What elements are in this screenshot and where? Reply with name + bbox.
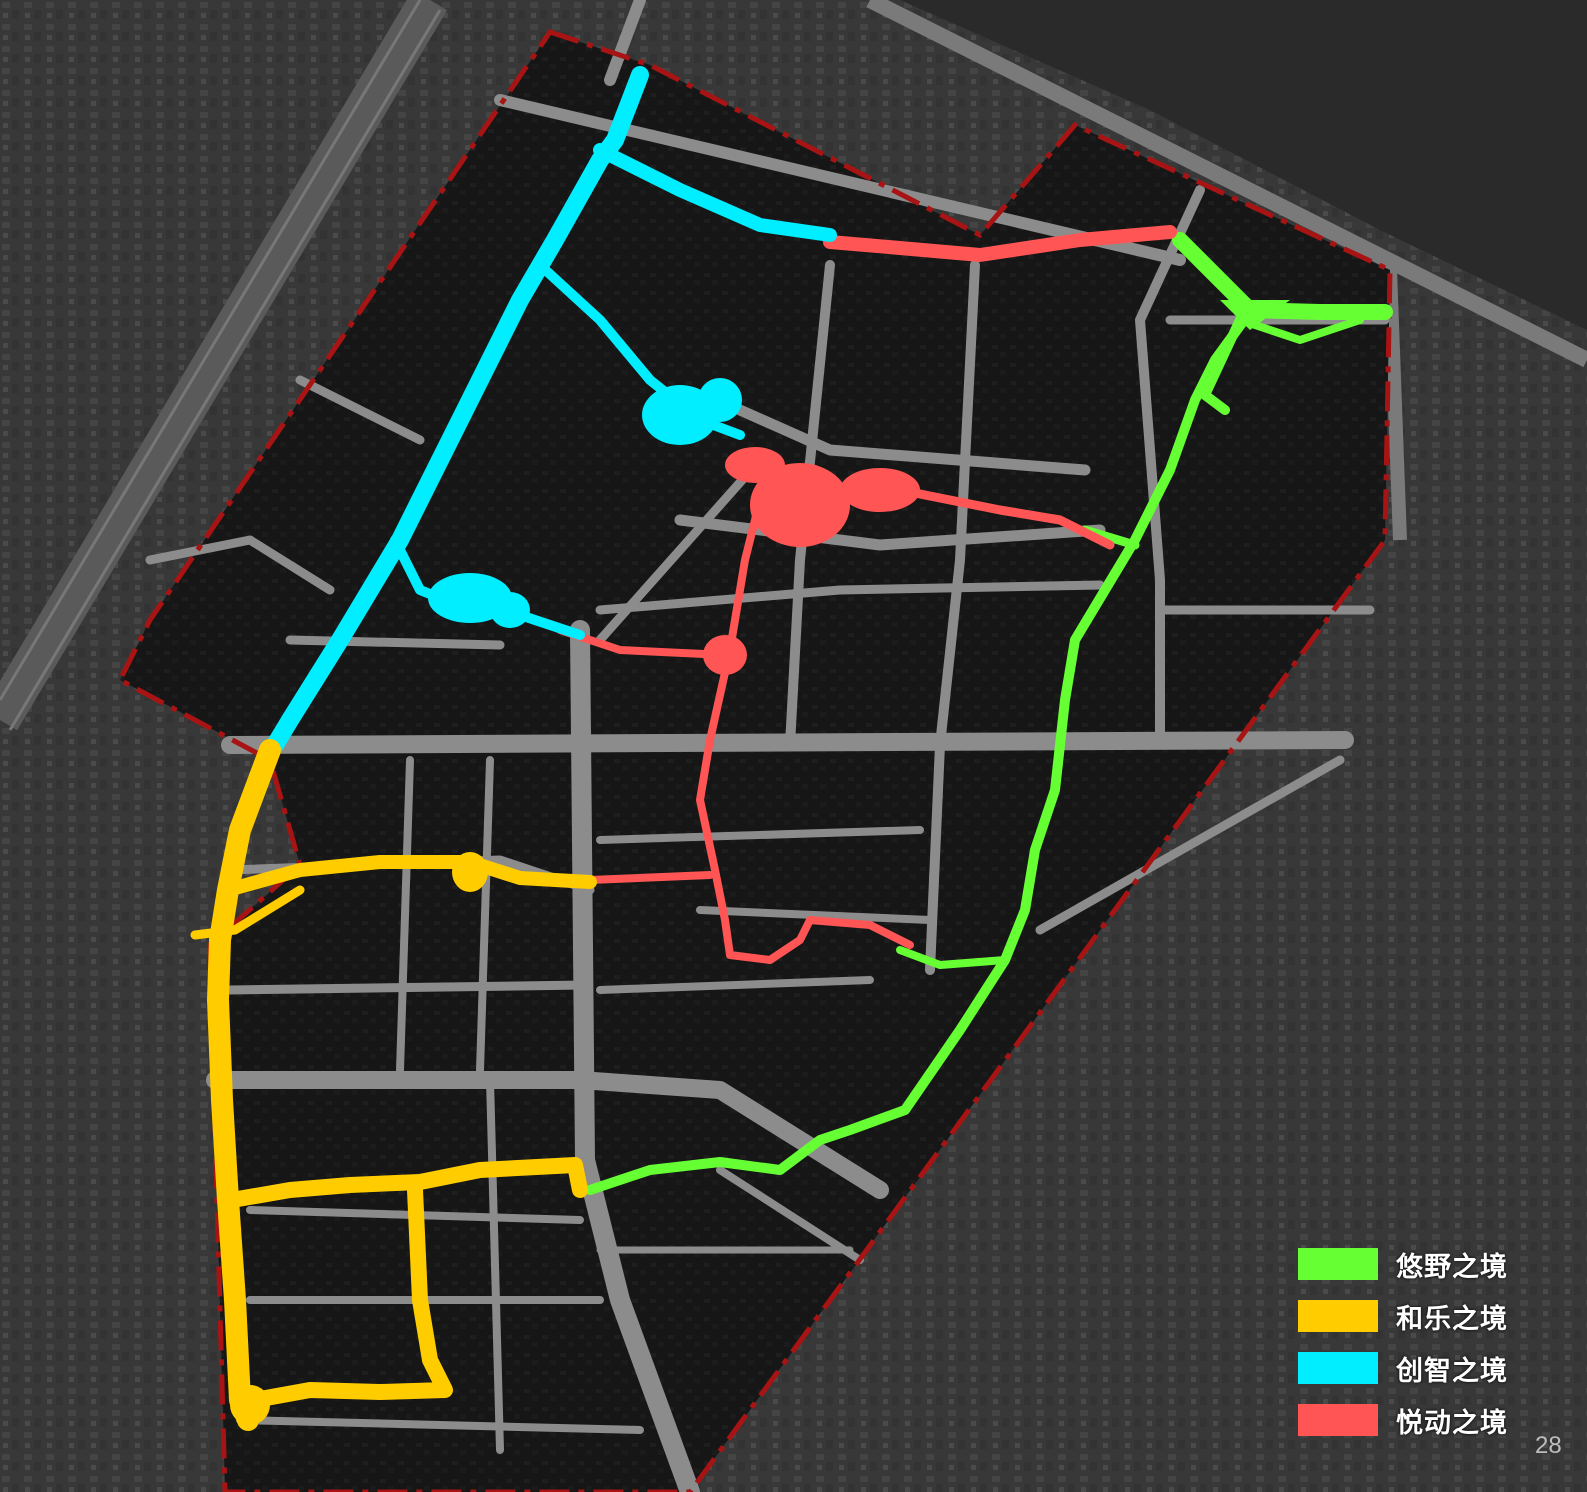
legend-item: 悠野之境	[1298, 1238, 1538, 1290]
legend-item: 和乐之境	[1298, 1290, 1538, 1342]
legend: 悠野之境 和乐之境 创智之境 悦动之境	[1298, 1238, 1538, 1446]
red-pond	[750, 463, 850, 547]
red-pond	[703, 635, 747, 675]
green-junction	[1220, 300, 1290, 330]
page-number: 28	[1535, 1432, 1562, 1459]
legend-swatch-yellow	[1298, 1300, 1378, 1332]
district-boundary	[116, 29, 1393, 1492]
railway-line	[0, 0, 442, 731]
legend-swatch-cyan	[1298, 1352, 1378, 1384]
route-green	[585, 232, 1393, 1195]
legend-item: 创智之境	[1298, 1342, 1538, 1394]
route-yellow	[190, 739, 597, 1431]
railway	[0, 0, 448, 731]
legend-label: 创智之境	[1396, 1355, 1508, 1387]
legend-label: 悦动之境	[1396, 1407, 1508, 1439]
cyan-pond	[490, 592, 530, 628]
legend-swatch-red	[1298, 1404, 1378, 1436]
red-pond	[840, 468, 920, 512]
legend-label: 和乐之境	[1396, 1303, 1508, 1335]
outer-road	[866, 0, 1587, 368]
yellow-pond	[452, 852, 488, 892]
legend-item: 悦动之境	[1298, 1394, 1538, 1446]
district-area	[120, 32, 1390, 1492]
yellow-pond	[230, 1385, 270, 1425]
legend-swatch-green	[1298, 1248, 1378, 1280]
legend-label: 悠野之境	[1396, 1251, 1508, 1283]
red-pond	[725, 447, 785, 483]
river-area	[900, 0, 1587, 330]
cyan-pond	[698, 378, 742, 422]
